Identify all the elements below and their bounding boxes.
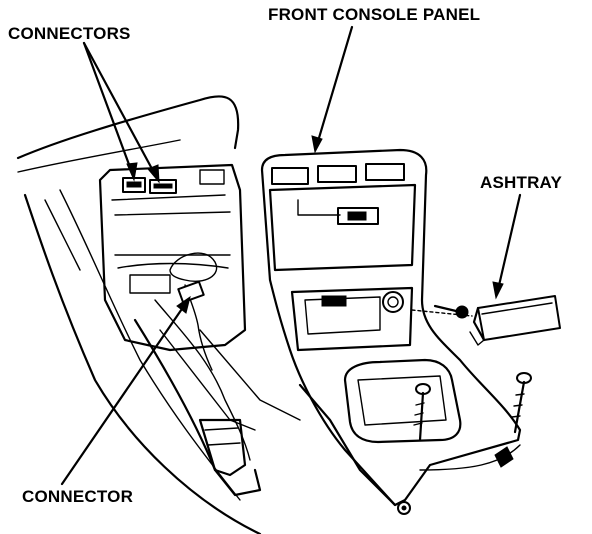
rear-opening-top [111,194,231,216]
shift-opening [343,358,462,444]
install-path [411,309,473,317]
ashtray-opening [290,286,414,352]
connector-pins [126,181,173,189]
arrowhead-front-panel [311,135,323,154]
base-edge [298,383,397,507]
lower-bracket-detail [204,427,241,446]
screw-right [511,372,532,434]
harness-connector [177,280,205,304]
callout-ashtray: ASHTRAY [480,173,563,192]
callout-connectors: CONNECTORS [8,24,131,43]
left-trim-outline [23,193,262,534]
ashtray-cavity [304,296,381,335]
rear-opening [98,163,247,352]
leader-connectors-1 [82,41,136,180]
dashboard-outline [16,95,240,160]
base-floor [419,444,521,471]
ashtray-light [321,295,347,307]
arrowhead-ashtray [492,281,504,300]
vent-2 [317,165,357,183]
callout-front-console-panel: FRONT CONSOLE PANEL [268,5,481,24]
leader-front-panel [314,25,354,150]
rear-harness [169,252,218,282]
front-panel-inner [268,183,417,272]
left-trim-inner [59,189,241,501]
arrowhead-connector [176,295,191,314]
leader-connector [60,298,190,486]
lighter-socket [382,291,404,313]
callout-connector: CONNECTOR [22,487,134,506]
leader-ashtray [495,193,522,296]
left-trim-edge [44,199,81,271]
arrowhead-connectors-2 [147,164,160,184]
tunnel-inner [159,329,301,431]
vent-3 [365,163,405,181]
vent-1 [271,167,309,185]
clip-right [494,446,514,468]
shift-opening-inner [357,375,447,426]
screw-left [413,383,431,442]
bracket [129,274,171,294]
vent-left [199,169,225,185]
screw-bottom [397,501,411,515]
side-wire [154,299,251,461]
lighter-socket-inner [387,296,399,308]
ashtray-part [469,295,561,346]
panel-switch-face [347,211,367,221]
arrowhead-connectors-1 [126,162,138,182]
leader-connectors-2 [82,41,160,182]
switch-wire [297,199,341,216]
rear-shelf [114,254,231,269]
front-panel-outline [260,148,522,507]
ashtray-screw [433,304,469,319]
lower-bracket [198,418,247,477]
dashboard-edge [17,139,181,173]
